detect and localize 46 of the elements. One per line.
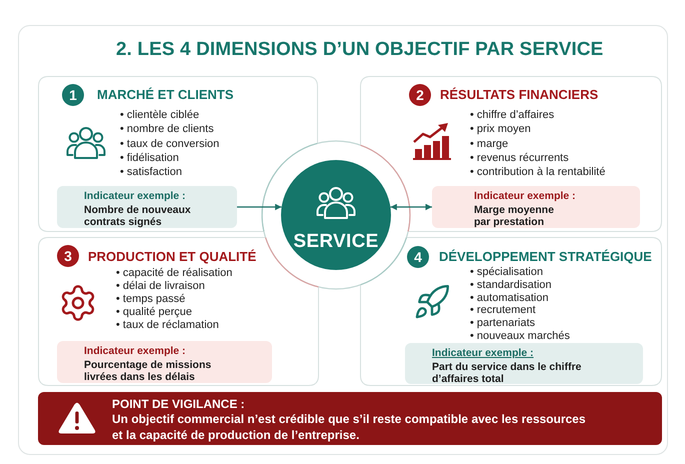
card-heading: PRODUCTION ET QUALITÉ [88, 248, 256, 266]
bullet-item: • fidélisation [120, 150, 179, 166]
banner-heading: POINT DE VIGILANCE : [112, 397, 245, 412]
banner-text: Un objectif commercial n’est crédible que s’il reste compatible avec les ressources et la capacité de production de l’entreprise. [112, 411, 586, 443]
service-label: SERVICE [293, 231, 379, 253]
indicator-panel [432, 186, 640, 228]
indicator-text: Nombre de nouveaux contrats signés [84, 204, 192, 228]
indicator-label: Indicateur exemple : [84, 345, 186, 358]
dimension-card [360, 76, 662, 232]
bullet-item: • chiffre d’affaires [470, 108, 554, 122]
indicator-label: Indicateur exemple : [474, 190, 576, 202]
bullet-item: • spécialisation [470, 266, 543, 279]
indicator-text: Marge moyenne par prestation [474, 204, 555, 228]
bullet-item: • revenus récurrents [470, 150, 569, 166]
dimension-card [38, 76, 318, 232]
indicator-panel [57, 341, 272, 383]
bullet-item: • satisfaction [120, 165, 182, 180]
page-title: 2. LES 4 DIMENSIONS D’UN OBJECTIF PAR SERVICE [116, 39, 604, 61]
indicator-panel [405, 343, 643, 384]
bullet-item: • contribution à la rentabilité [470, 165, 606, 180]
bullet-item: • marge [470, 136, 508, 151]
card-heading: MARCHÉ ET CLIENTS [97, 86, 234, 104]
card-heading: DÉVELOPPEMENT STRATÉGIQUE [439, 248, 652, 266]
bullet-item: • taux de réclamation [116, 319, 219, 332]
bullet-item: • capacité de réalisation [116, 267, 232, 280]
indicator-text: Pourcentage de missions livrées dans les délais [84, 358, 212, 384]
indicator-panel [57, 186, 237, 228]
bullet-item: • nouveaux marchés [470, 330, 570, 343]
arrow [237, 204, 282, 210]
indicator-text: Part du service dans le chiffre d’affaires total [432, 360, 582, 386]
bullet-item: • temps passé [116, 293, 186, 306]
bullet-item: • recrutement [470, 304, 536, 318]
bullet-item: • partenariats [470, 317, 535, 330]
indicator-label: Indicateur exemple : [432, 347, 534, 360]
warning-banner [38, 392, 662, 445]
bullet-item: • clientèle ciblée [120, 108, 200, 122]
bullet-item: • automatisation [470, 292, 548, 304]
card-heading: RÉSULTATS FINANCIERS [440, 86, 598, 104]
bullet-item: • taux de conversion [120, 136, 220, 151]
indicator-label: Indicateur exemple : [84, 190, 186, 202]
double-headed-arrow [390, 204, 432, 210]
bullet-item: • nombre de clients [120, 122, 214, 137]
bullet-item: • standardisation [470, 278, 552, 292]
bullet-item: • délai de livraison [116, 280, 205, 293]
bullet-item: • qualité perçue [116, 306, 192, 319]
bullet-item: • prix moyen [470, 122, 531, 137]
